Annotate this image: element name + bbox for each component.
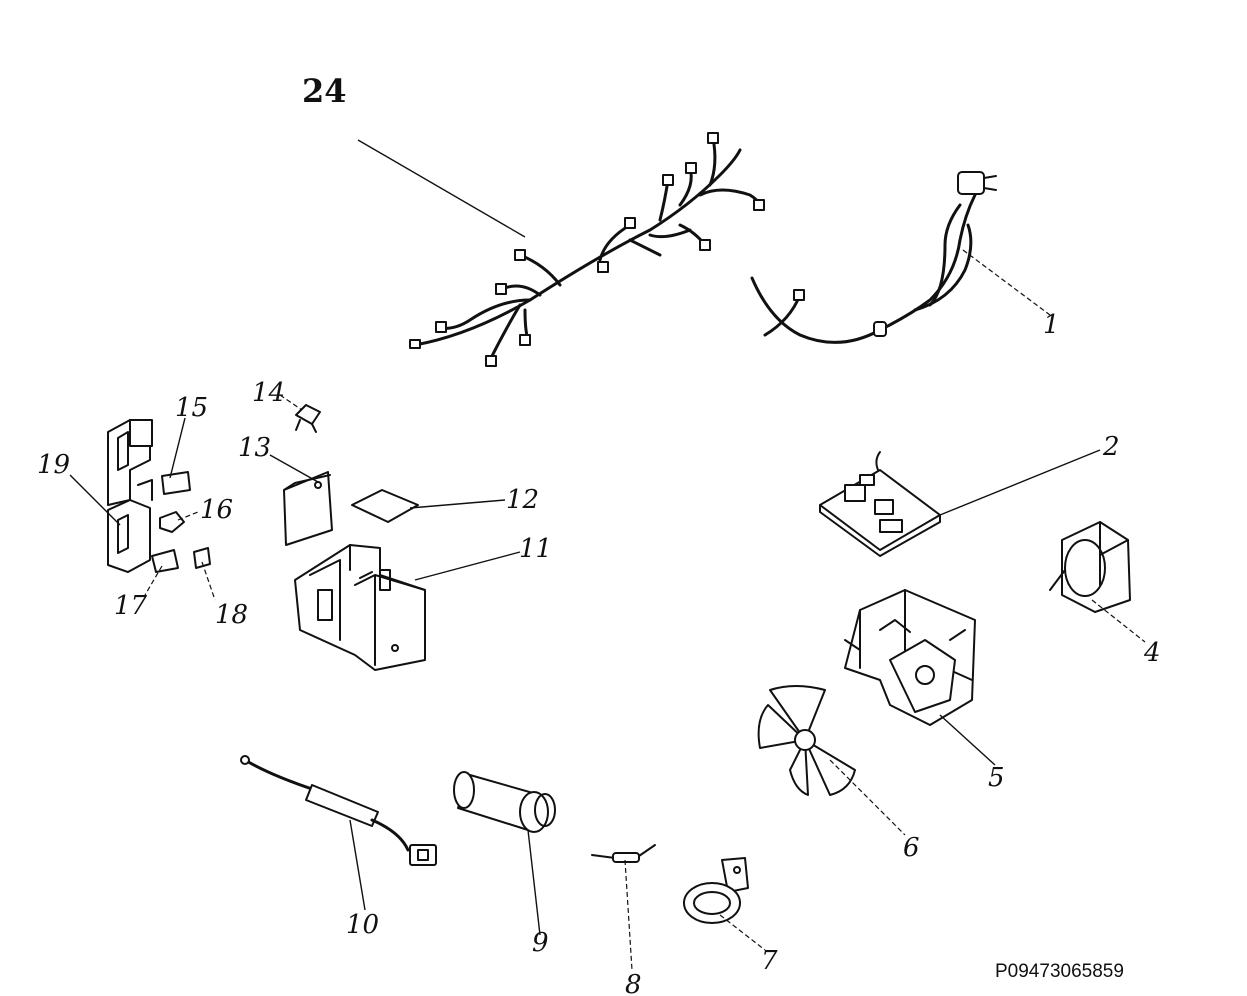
label-1: 1: [1043, 310, 1060, 340]
leader-7: [719, 914, 766, 951]
leader-4: [1091, 599, 1146, 643]
label-16: 16: [200, 495, 233, 525]
label-12: 12: [506, 485, 539, 515]
document-code: P09473065859: [995, 961, 1124, 982]
label-18: 18: [215, 600, 248, 630]
leader-19: [69, 474, 121, 526]
part-13-cover: [283, 471, 333, 546]
part-5-bracket: [844, 589, 976, 726]
label-5: 5: [988, 763, 1005, 793]
label-9: 9: [532, 928, 549, 958]
label-17: 17: [114, 591, 148, 621]
label-8: 8: [625, 970, 642, 996]
leader-2: [939, 449, 1101, 516]
part-16-switch: [159, 511, 185, 533]
leader-8: [624, 859, 633, 971]
part-24-wiring-harness: [409, 132, 765, 367]
leader-13: [269, 454, 319, 483]
leader-12: [409, 499, 506, 509]
leader-14: [279, 394, 303, 411]
harness-connector: [409, 339, 421, 349]
part-6-fan-blade: [757, 685, 856, 796]
part-17-switch: [151, 549, 179, 573]
leader-5: [939, 714, 996, 766]
label-13: 13: [238, 433, 271, 463]
label-6: 6: [903, 833, 920, 863]
part-7-clamp: [683, 857, 749, 924]
label-2: 2: [1102, 432, 1120, 462]
part-12-plate: [351, 489, 419, 523]
label-15: 15: [175, 393, 208, 423]
part-19-switch-assembly: [107, 419, 153, 573]
leader-10: [349, 819, 366, 911]
part-15-switch: [161, 471, 191, 495]
label-7: 7: [761, 946, 778, 976]
label-14: 14: [252, 378, 285, 408]
leader-6: [829, 759, 906, 836]
leader-24: [357, 139, 526, 238]
part-4-motor: [1049, 521, 1131, 613]
part-1-power-cord: [750, 171, 997, 344]
label-10: 10: [346, 910, 379, 940]
callout-labels: 24 1 2 4 5 6 7 8 9 10 11 12 13 14 15 16 …: [37, 72, 1161, 996]
label-11: 11: [519, 534, 552, 564]
leader-9: [527, 829, 541, 936]
leader-17: [144, 565, 163, 596]
leader-16: [177, 511, 199, 521]
part-18-switch: [193, 547, 211, 569]
part-11-transformer: [294, 544, 426, 671]
label-24: 24: [302, 72, 347, 110]
part-10-thermal-fuse: [240, 755, 437, 866]
part-9-capacitor: [453, 771, 556, 833]
leader-11: [414, 551, 521, 581]
leader-lines: [69, 139, 1146, 971]
part-8-fuse: [591, 844, 656, 863]
leader-1: [962, 249, 1051, 316]
leader-15: [169, 417, 186, 479]
label-19: 19: [37, 450, 70, 480]
label-4: 4: [1143, 638, 1161, 668]
leader-18: [201, 561, 216, 601]
part-2-control-board: [819, 451, 941, 557]
